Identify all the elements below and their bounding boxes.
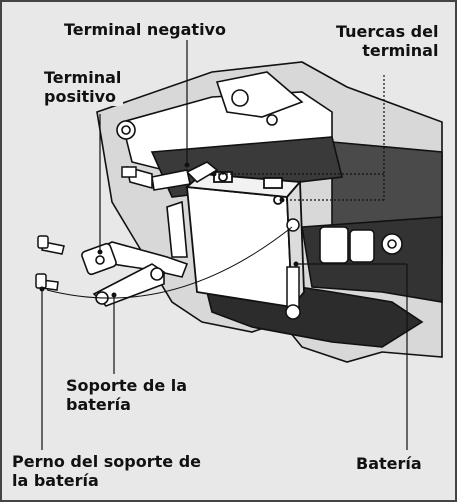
label-tuercas-del-terminal: Tuercas del terminal <box>334 22 441 60</box>
label-terminal-negativo: Terminal negativo <box>62 20 228 39</box>
leader-dots <box>39 162 299 298</box>
label-terminal-positivo: Terminal positivo <box>42 68 124 106</box>
positive-cable <box>81 200 189 278</box>
label-bateria: Batería <box>354 454 424 473</box>
leader-lines <box>41 40 408 450</box>
battery-body <box>184 171 305 310</box>
guide-arc <box>46 226 293 299</box>
label-soporte-de-la-bateria: Soporte de la batería <box>64 376 190 414</box>
bolts <box>35 166 301 320</box>
terminal-nut-leaders <box>214 75 385 201</box>
battery-holder <box>92 263 165 307</box>
negative-cable <box>125 161 219 191</box>
label-perno-del-soporte: Perno del soporte de la batería <box>10 452 204 490</box>
